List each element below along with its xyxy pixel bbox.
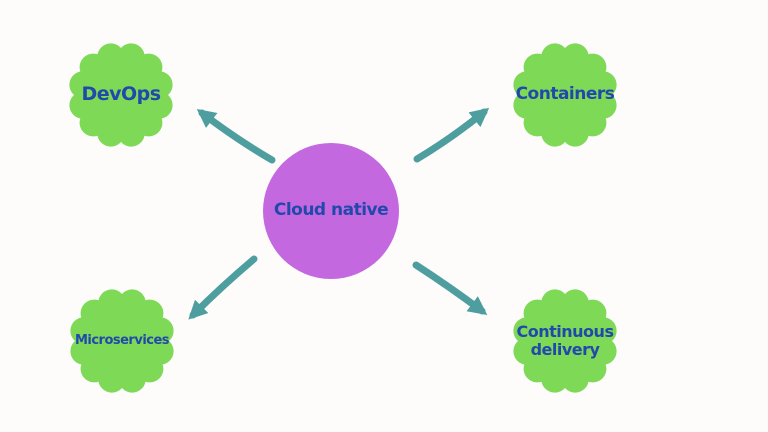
node-devops: DevOps bbox=[60, 34, 182, 156]
node-continuous-delivery: Continuous delivery bbox=[504, 280, 626, 402]
scalloped-badge-shape bbox=[70, 289, 174, 393]
arrow-to-devops bbox=[196, 108, 276, 164]
node-containers-label: Containers bbox=[515, 84, 615, 105]
arrow-to-microservices bbox=[188, 255, 258, 320]
scalloped-badge-shape bbox=[69, 43, 173, 147]
node-microservices-label: Microservices bbox=[74, 332, 170, 348]
node-devops-label: DevOps bbox=[81, 83, 161, 106]
center-node-label: Cloud native bbox=[273, 200, 389, 221]
center-node-cloud-native: Cloud native bbox=[263, 143, 399, 279]
scalloped-badge-shape bbox=[513, 289, 617, 393]
node-microservices: Microservices bbox=[61, 280, 183, 402]
scalloped-badge-shape bbox=[513, 43, 617, 147]
arrow-to-containers bbox=[413, 107, 490, 163]
node-containers: Containers bbox=[504, 34, 626, 156]
arrow-to-continuous-delivery bbox=[412, 261, 488, 315]
node-continuous-delivery-label: Continuous delivery bbox=[516, 322, 614, 359]
